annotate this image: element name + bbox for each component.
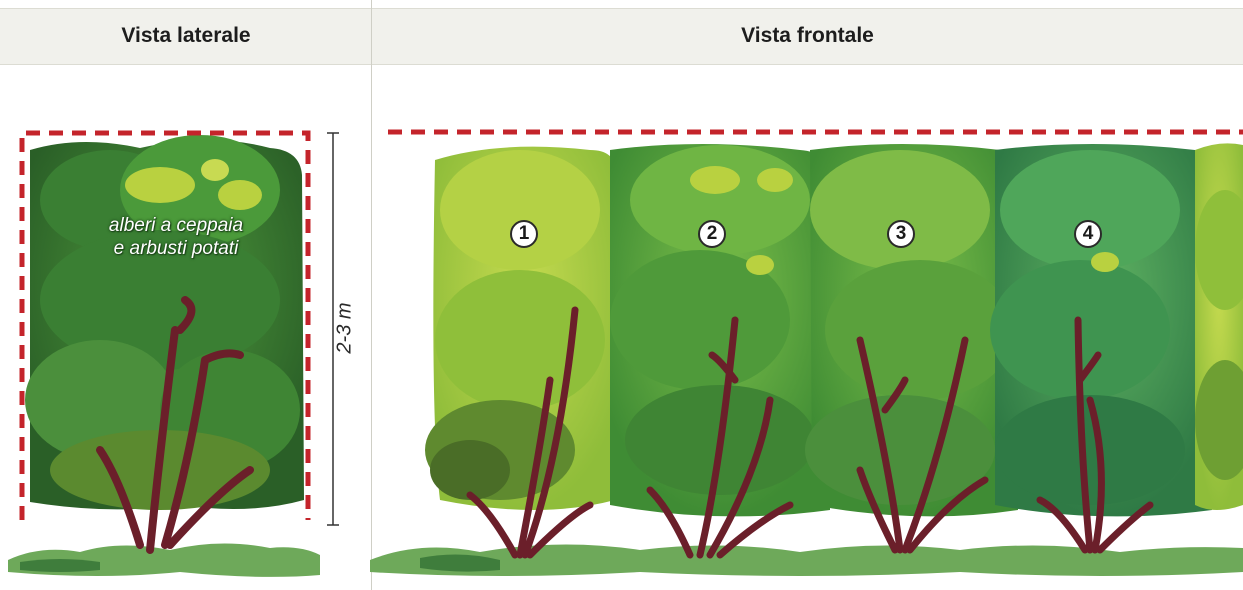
plant-number-badge-4: 4 [1074, 220, 1102, 248]
shrub-type-label-line1: alberi a ceppaia [60, 214, 292, 237]
shrub-type-label: alberi a ceppaia e arbusti potati [60, 214, 292, 260]
front-plant-5-partial [1195, 143, 1243, 510]
plant-number-badge-1: 1 [510, 220, 538, 248]
shrub-type-label-line2: e arbusti potati [60, 237, 292, 260]
front-plant-1 [425, 147, 616, 555]
ground-grass [8, 543, 1243, 576]
height-dimension-label: 2-3 m [334, 302, 357, 353]
plant-number-badge-3: 3 [887, 220, 915, 248]
front-plant-4 [990, 144, 1212, 550]
front-view-hedge [425, 143, 1243, 555]
side-view-shrub [25, 135, 304, 550]
front-plant-2 [610, 144, 830, 555]
plant-number-badge-2: 2 [698, 220, 726, 248]
front-plant-3 [805, 144, 1018, 550]
